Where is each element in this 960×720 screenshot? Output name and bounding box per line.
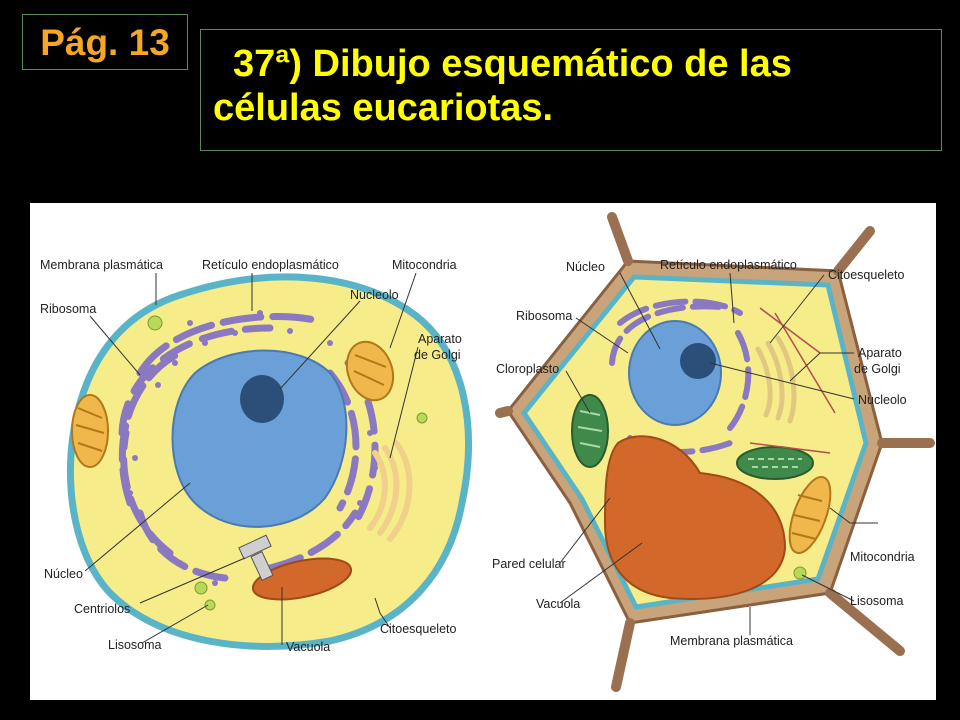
label-animal-mitocondria: Mitocondria [392,258,457,272]
animal-lysosomes [147,315,428,611]
plant-vacuole [603,435,787,600]
label-plant-cloroplasto: Cloroplasto [496,362,559,376]
animal-reticulum [118,313,379,582]
plant-mitochondrion [788,476,832,554]
animal-nucleus [171,349,348,528]
label-animal-lisosoma: Lisosoma [108,638,162,652]
label-plant-pared: Pared celular [492,557,566,571]
plant-wall-extensions [495,212,935,692]
label-plant-mitocondria: Mitocondria [850,550,915,564]
label-plant-lisosoma: Lisosoma [850,594,904,608]
label-animal-aparato-1: Aparato [418,332,462,346]
animal-nucleolus [240,375,284,423]
title-line-2: células eucariotas. [213,87,554,129]
label-animal-citoesqueleto: Citoesqueleto [380,622,456,636]
label-animal-centriolos: Centriolos [74,602,130,616]
label-plant-aparato-1: Aparato [858,346,902,360]
label-animal-membrana: Membrana plasmática [40,258,163,272]
plant-lysosome [793,566,807,580]
animal-centrioles [238,534,274,581]
plant-cell: Núcleo Retículo endoplasmático Citoesque… [492,212,935,692]
label-plant-reticulo: Retículo endoplasmático [660,258,797,272]
plant-nucleolus [680,343,716,379]
plant-golgi [755,335,797,424]
label-plant-vacuola: Vacuola [536,597,580,611]
label-plant-nucleolo: Nucleolo [858,393,907,407]
label-plant-aparato-2: de Golgi [854,362,901,376]
cells-diagram-svg: Membrana plasmática Retículo endoplasmát… [40,212,935,692]
plant-cytoskeleton [749,307,836,454]
plant-chloroplasts [571,394,814,480]
label-plant-ribosoma: Ribosoma [516,309,572,323]
animal-vacuole [251,557,353,601]
title-line-1: 37ª) Dibujo esquemático de las [233,43,792,85]
animal-mitochondria [71,340,395,468]
slide-title: 37ª) Dibujo esquemático de las células e… [200,29,942,151]
label-plant-citoesqueleto: Citoesqueleto [828,268,904,282]
label-animal-ribosoma: Ribosoma [40,302,96,316]
page-number-badge: Pág. 13 [22,14,188,70]
animal-leader-lines [84,272,419,645]
animal-golgi [367,440,413,542]
label-animal-vacuola: Vacuola [286,640,330,654]
label-plant-nucleo: Núcleo [566,260,605,274]
label-animal-aparato-2: de Golgi [414,348,461,362]
label-animal-nucleolo: Nucleolo [350,288,399,302]
animal-cell: Membrana plasmática Retículo endoplasmát… [40,258,472,654]
label-plant-membrana: Membrana plasmática [670,634,793,648]
plant-leader-lines [559,272,878,635]
cells-diagram: Membrana plasmática Retículo endoplasmát… [30,203,936,700]
label-animal-nucleo: Núcleo [44,567,83,581]
label-animal-reticulo: Retículo endoplasmático [202,258,339,272]
